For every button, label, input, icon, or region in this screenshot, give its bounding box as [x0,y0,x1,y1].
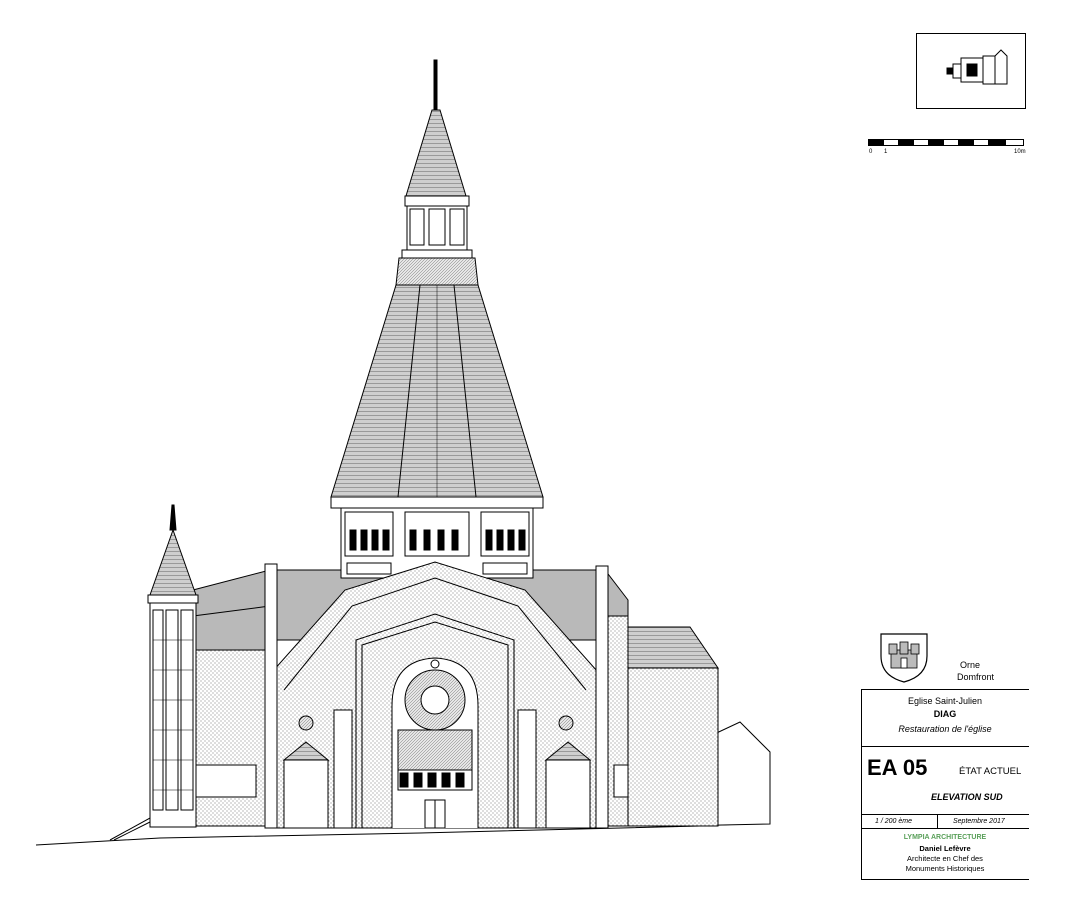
title-block: Orne Domfront Eglise Saint-Julien DIAG R… [861,618,1029,880]
scale-segment [913,139,929,146]
scale-segment [973,139,989,146]
project-name: Restauration de l'église [898,724,992,734]
town-name: Domfront [957,672,995,682]
divider [861,689,862,880]
drawing-scale: 1 / 200 ème [875,818,912,825]
firm-name: LYMPIA ARCHITECTURE [903,834,987,841]
region-name: Orne [960,660,981,670]
scale-segment [928,139,944,146]
architect-role-line2: Monuments Historiques [905,864,985,873]
divider [861,746,1029,747]
divider [861,879,1029,880]
divider [937,814,938,828]
west-facade [264,561,609,829]
main-spire [330,59,544,509]
sheet-title: ELEVATION SUD [931,792,1003,802]
scale-segment [988,139,1006,146]
scale-label-start: 0 [869,149,873,155]
belfry [340,507,534,579]
scale-segment [1005,139,1024,146]
divider [861,814,1029,815]
castle-crest-icon [880,633,928,683]
drawing-date: Septembre 2017 [953,818,1005,825]
architect-name: Daniel Lefèvre [919,844,971,853]
building-name: Eglise Saint-Julien [907,696,983,706]
side-porches [195,741,629,829]
architect-role-line1: Architecte en Chef des [907,854,983,863]
phase-label: DIAG [933,709,957,719]
sheet-status: ÉTAT ACTUEL [959,766,1022,777]
sheet-code: EA 05 [867,755,928,780]
scale-label-end: 10m [1014,149,1026,155]
divider [861,828,1029,829]
left-turret [147,504,199,828]
scale-segment [943,139,959,146]
scale-segment [958,139,974,146]
key-plan-box [916,33,1026,109]
divider [861,689,1029,690]
scale-segment [898,139,914,146]
scale-bar: 0 1 10m [868,139,1026,163]
scale-segment [883,139,899,146]
scale-label-one: 1 [884,149,888,155]
scale-segment [868,139,884,146]
church-plan-icon [946,49,1008,85]
